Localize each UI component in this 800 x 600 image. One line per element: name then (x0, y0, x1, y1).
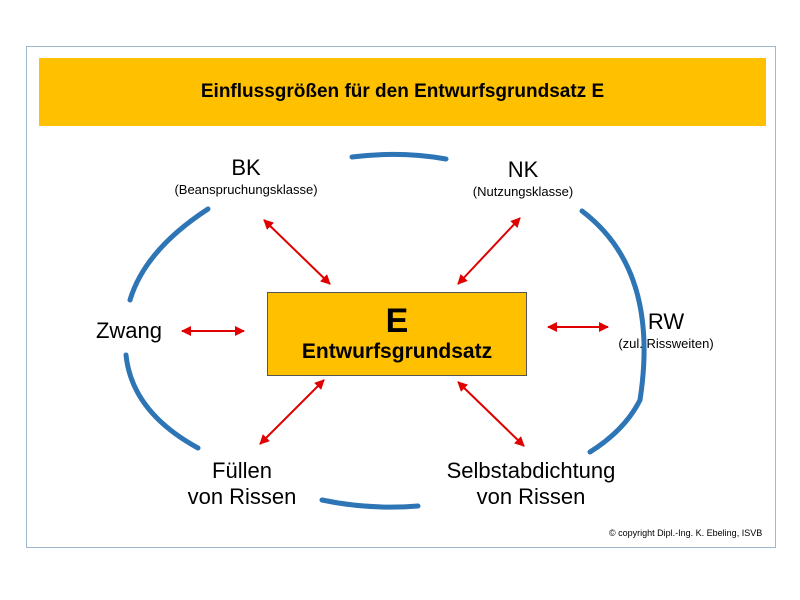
copyright-text: © copyright Dipl.-Ing. K. Ebeling, ISVB (609, 528, 763, 538)
title-bar: Einflussgrößen für den Entwurfsgrundsatz… (39, 58, 766, 126)
center-node: E Entwurfsgrundsatz (267, 292, 527, 376)
node-zwang-main: Zwang (95, 318, 163, 343)
node-zwang: Zwang (84, 318, 174, 344)
arrow-fuellen (259, 379, 325, 445)
node-bk-sub: (Beanspruchungsklasse) (174, 182, 318, 197)
node-fuellen-line1: Füllen (212, 458, 272, 483)
node-nk-main: NK (507, 157, 539, 182)
ring-arc-bottom (319, 497, 421, 510)
node-bk: BK (Beanspruchungsklasse) (144, 155, 348, 198)
node-nk: NK (Nutzungsklasse) (444, 157, 602, 200)
node-nk-sub: (Nutzungsklasse) (472, 184, 574, 199)
node-selbst-line1: Selbstabdichtung (446, 458, 616, 483)
node-fuellen-line2: von Rissen (187, 484, 297, 509)
arrow-nk (457, 217, 521, 285)
node-selbst: Selbstabdichtung von Rissen (420, 458, 642, 510)
node-rw: RW (zul. Rissweiten) (596, 309, 736, 352)
arrow-selbst (457, 381, 525, 447)
ring-arc-left (123, 206, 211, 451)
ring-arc-right (579, 208, 647, 455)
arrow-bk (263, 219, 331, 285)
node-fuellen: Füllen von Rissen (168, 458, 316, 510)
ring-arc-top (349, 151, 449, 162)
node-rw-main: RW (647, 309, 685, 334)
diagram-title: Einflussgrößen für den Entwurfsgrundsatz… (200, 81, 605, 102)
center-letter: E (385, 302, 409, 340)
node-bk-main: BK (231, 155, 261, 180)
node-selbst-line2: von Rissen (476, 484, 586, 509)
node-rw-sub: (zul. Rissweiten) (618, 336, 714, 351)
center-label: Entwurfsgrundsatz (301, 340, 493, 363)
